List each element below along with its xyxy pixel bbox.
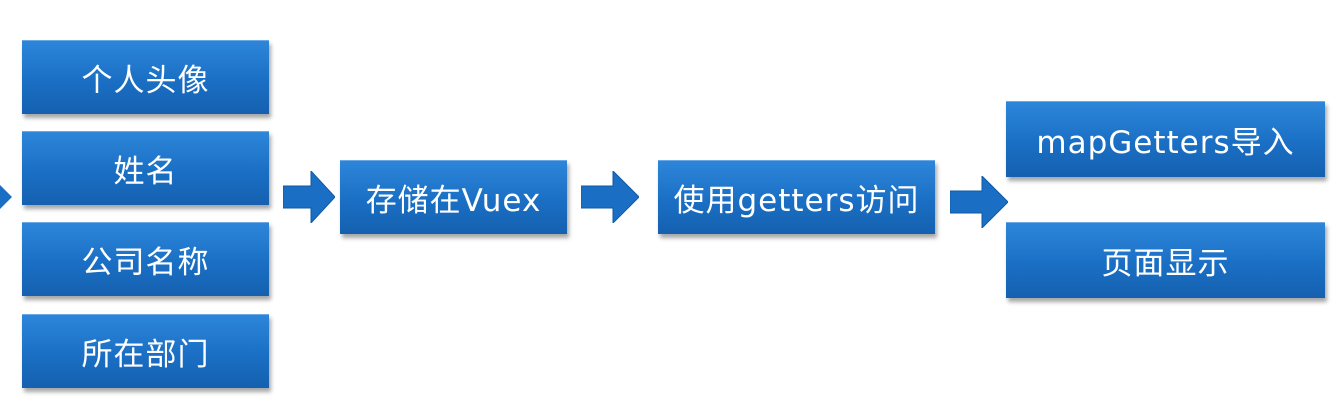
node-name: 姓名: [22, 131, 269, 205]
node-vuex: 存储在Vuex: [340, 160, 567, 234]
arrow-right-icon: [0, 185, 14, 209]
node-vuex-label: 存储在Vuex: [365, 183, 542, 219]
node-company-label: 公司名称: [81, 245, 210, 281]
node-getters-label: 使用getters访问: [673, 183, 920, 219]
node-avatar: 个人头像: [22, 40, 269, 114]
node-department-label: 所在部门: [81, 337, 210, 373]
arrow-right-icon: [581, 171, 639, 223]
node-name-label: 姓名: [113, 154, 178, 190]
arrow-right-icon: [950, 176, 1008, 228]
node-avatar-label: 个人头像: [81, 63, 210, 99]
node-getters: 使用getters访问: [658, 160, 935, 234]
node-department: 所在部门: [22, 314, 269, 388]
node-map-getters: mapGetters导入: [1006, 101, 1325, 177]
node-display: 页面显示: [1006, 222, 1325, 298]
node-display-label: 页面显示: [1101, 246, 1230, 282]
node-company: 公司名称: [22, 222, 269, 296]
node-map-getters-label: mapGetters导入: [1036, 125, 1295, 161]
arrow-right-icon: [283, 171, 335, 223]
